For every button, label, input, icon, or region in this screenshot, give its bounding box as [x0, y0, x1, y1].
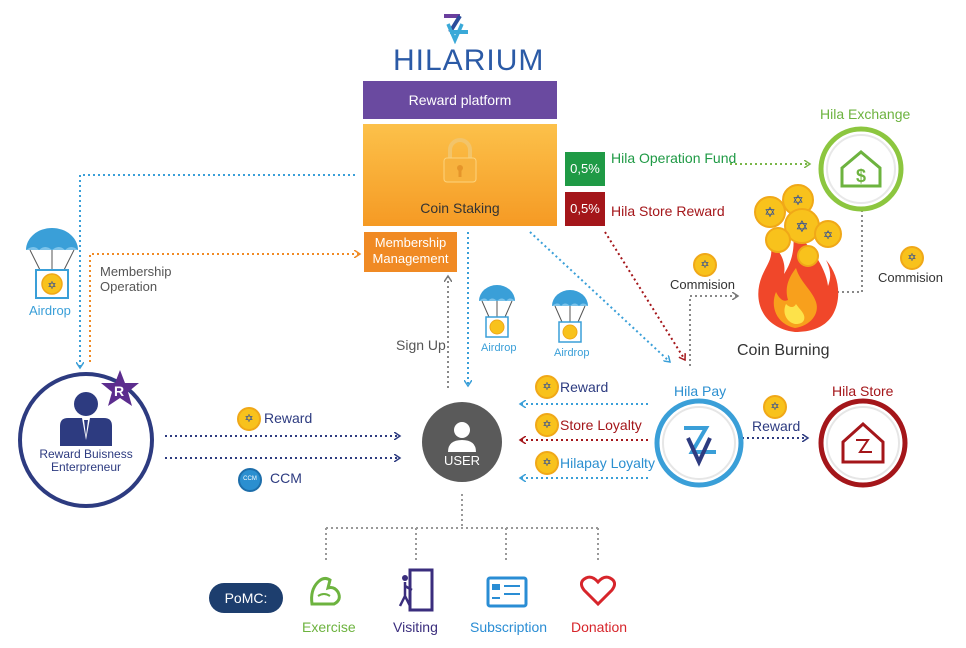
svg-text:✡: ✡ [47, 279, 56, 292]
store-reward-flow-label: Reward [752, 418, 801, 434]
pomc-label: PoMC: [224, 590, 268, 606]
user-label: USER [443, 453, 481, 468]
visiting-label: Visiting [393, 619, 438, 635]
membership-management-label: Membership Management [372, 235, 449, 266]
store-reward-badge: 0,5% [565, 192, 605, 226]
pay-reward-coin-icon: ✡ [535, 375, 559, 399]
lock-icon [443, 138, 477, 183]
reward-coin-icon-left: ✡ [237, 407, 261, 431]
airdrop-middle-label-1: Airdrop [481, 342, 517, 354]
operation-fund-badge: 0,5% [565, 152, 605, 186]
coin-burning-icon: ✡ ✡ ✡ ✡ [754, 184, 842, 332]
store-reward-label: Hila Store Reward [611, 203, 725, 219]
airdrop-parachute-icon-3 [552, 290, 588, 343]
airdrop-parachute-icon: ✡ [26, 228, 78, 299]
rbe-badge-letter: R [114, 383, 125, 399]
donation-label: Donation [571, 619, 628, 635]
door-icon [398, 568, 434, 612]
reward-platform-bar: Reward platform [363, 81, 557, 119]
hila-store-icon [818, 398, 908, 488]
rbe-badge-star-icon [101, 370, 139, 406]
commission-coin-icon-right: ✡ [900, 246, 924, 270]
svg-text:✡: ✡ [823, 228, 833, 242]
store-reward-coin-icon: ✡ [763, 395, 787, 419]
store-reward-percent: 0,5% [570, 201, 600, 216]
ccm-coin-text: CCM [243, 476, 257, 482]
coin-staking-label: Coin Staking [420, 200, 500, 216]
pomc-pill: PoMC: [209, 583, 283, 613]
hila-pay-label: Hila Pay [674, 383, 727, 399]
store-loyalty-coin-icon: ✡ [535, 413, 559, 437]
hilapay-loyalty-label: Hilapay Loyalty [560, 455, 655, 471]
svg-text:✡: ✡ [792, 193, 804, 209]
commission-label-left: Commision [670, 277, 736, 292]
hila-store-label: Hila Store [832, 383, 894, 399]
airdrop-middle-label-2: Airdrop [554, 347, 590, 359]
hilarium-logo-icon [444, 14, 468, 44]
user-node-icon [422, 402, 502, 482]
exercise-label: Exercise [302, 619, 356, 635]
membership-management-box: Membership Management [364, 232, 457, 272]
card-icon [486, 576, 528, 608]
ccm-label: CCM [270, 470, 302, 486]
membership-operation-label: Membership Operation [100, 264, 172, 294]
reward-label-left: Reward [264, 410, 313, 426]
heart-icon [580, 575, 616, 607]
commission-coin-icon: ✡ [693, 253, 717, 277]
airdrop-parachute-icon-2 [479, 285, 515, 338]
airdrop-left-label: Airdrop [29, 303, 71, 318]
operation-fund-label: Hila Operation Fund [611, 150, 737, 166]
exchange-house-icon: $ [818, 126, 904, 212]
coin-staking-box: Coin Staking [363, 124, 557, 226]
hilapay-loyalty-coin-icon: ✡ [535, 451, 559, 475]
svg-text:✡: ✡ [795, 217, 808, 236]
svg-text:✡: ✡ [764, 205, 776, 221]
subscription-label: Subscription [470, 619, 548, 635]
operation-fund-percent: 0,5% [570, 161, 600, 176]
rbe-label: Reward Buisness Enterpreneur [39, 447, 133, 474]
svg-text:$: $ [856, 166, 866, 186]
sign-up-label: Sign Up [396, 337, 446, 353]
hila-pay-icon [654, 398, 744, 488]
reward-platform-label: Reward platform [408, 92, 512, 108]
coin-burning-label: Coin Burning [737, 342, 830, 359]
commission-label-right: Commision [878, 270, 944, 285]
exchange-label: Hila Exchange [820, 106, 911, 122]
brand-name: HILARIUM [393, 44, 545, 77]
store-loyalty-label: Store Loyalty [560, 417, 642, 433]
muscle-icon [310, 576, 341, 606]
rbe-avatar-icon [18, 372, 154, 508]
pay-reward-label: Reward [560, 379, 609, 395]
ccm-coin-icon: CCM [238, 468, 262, 492]
